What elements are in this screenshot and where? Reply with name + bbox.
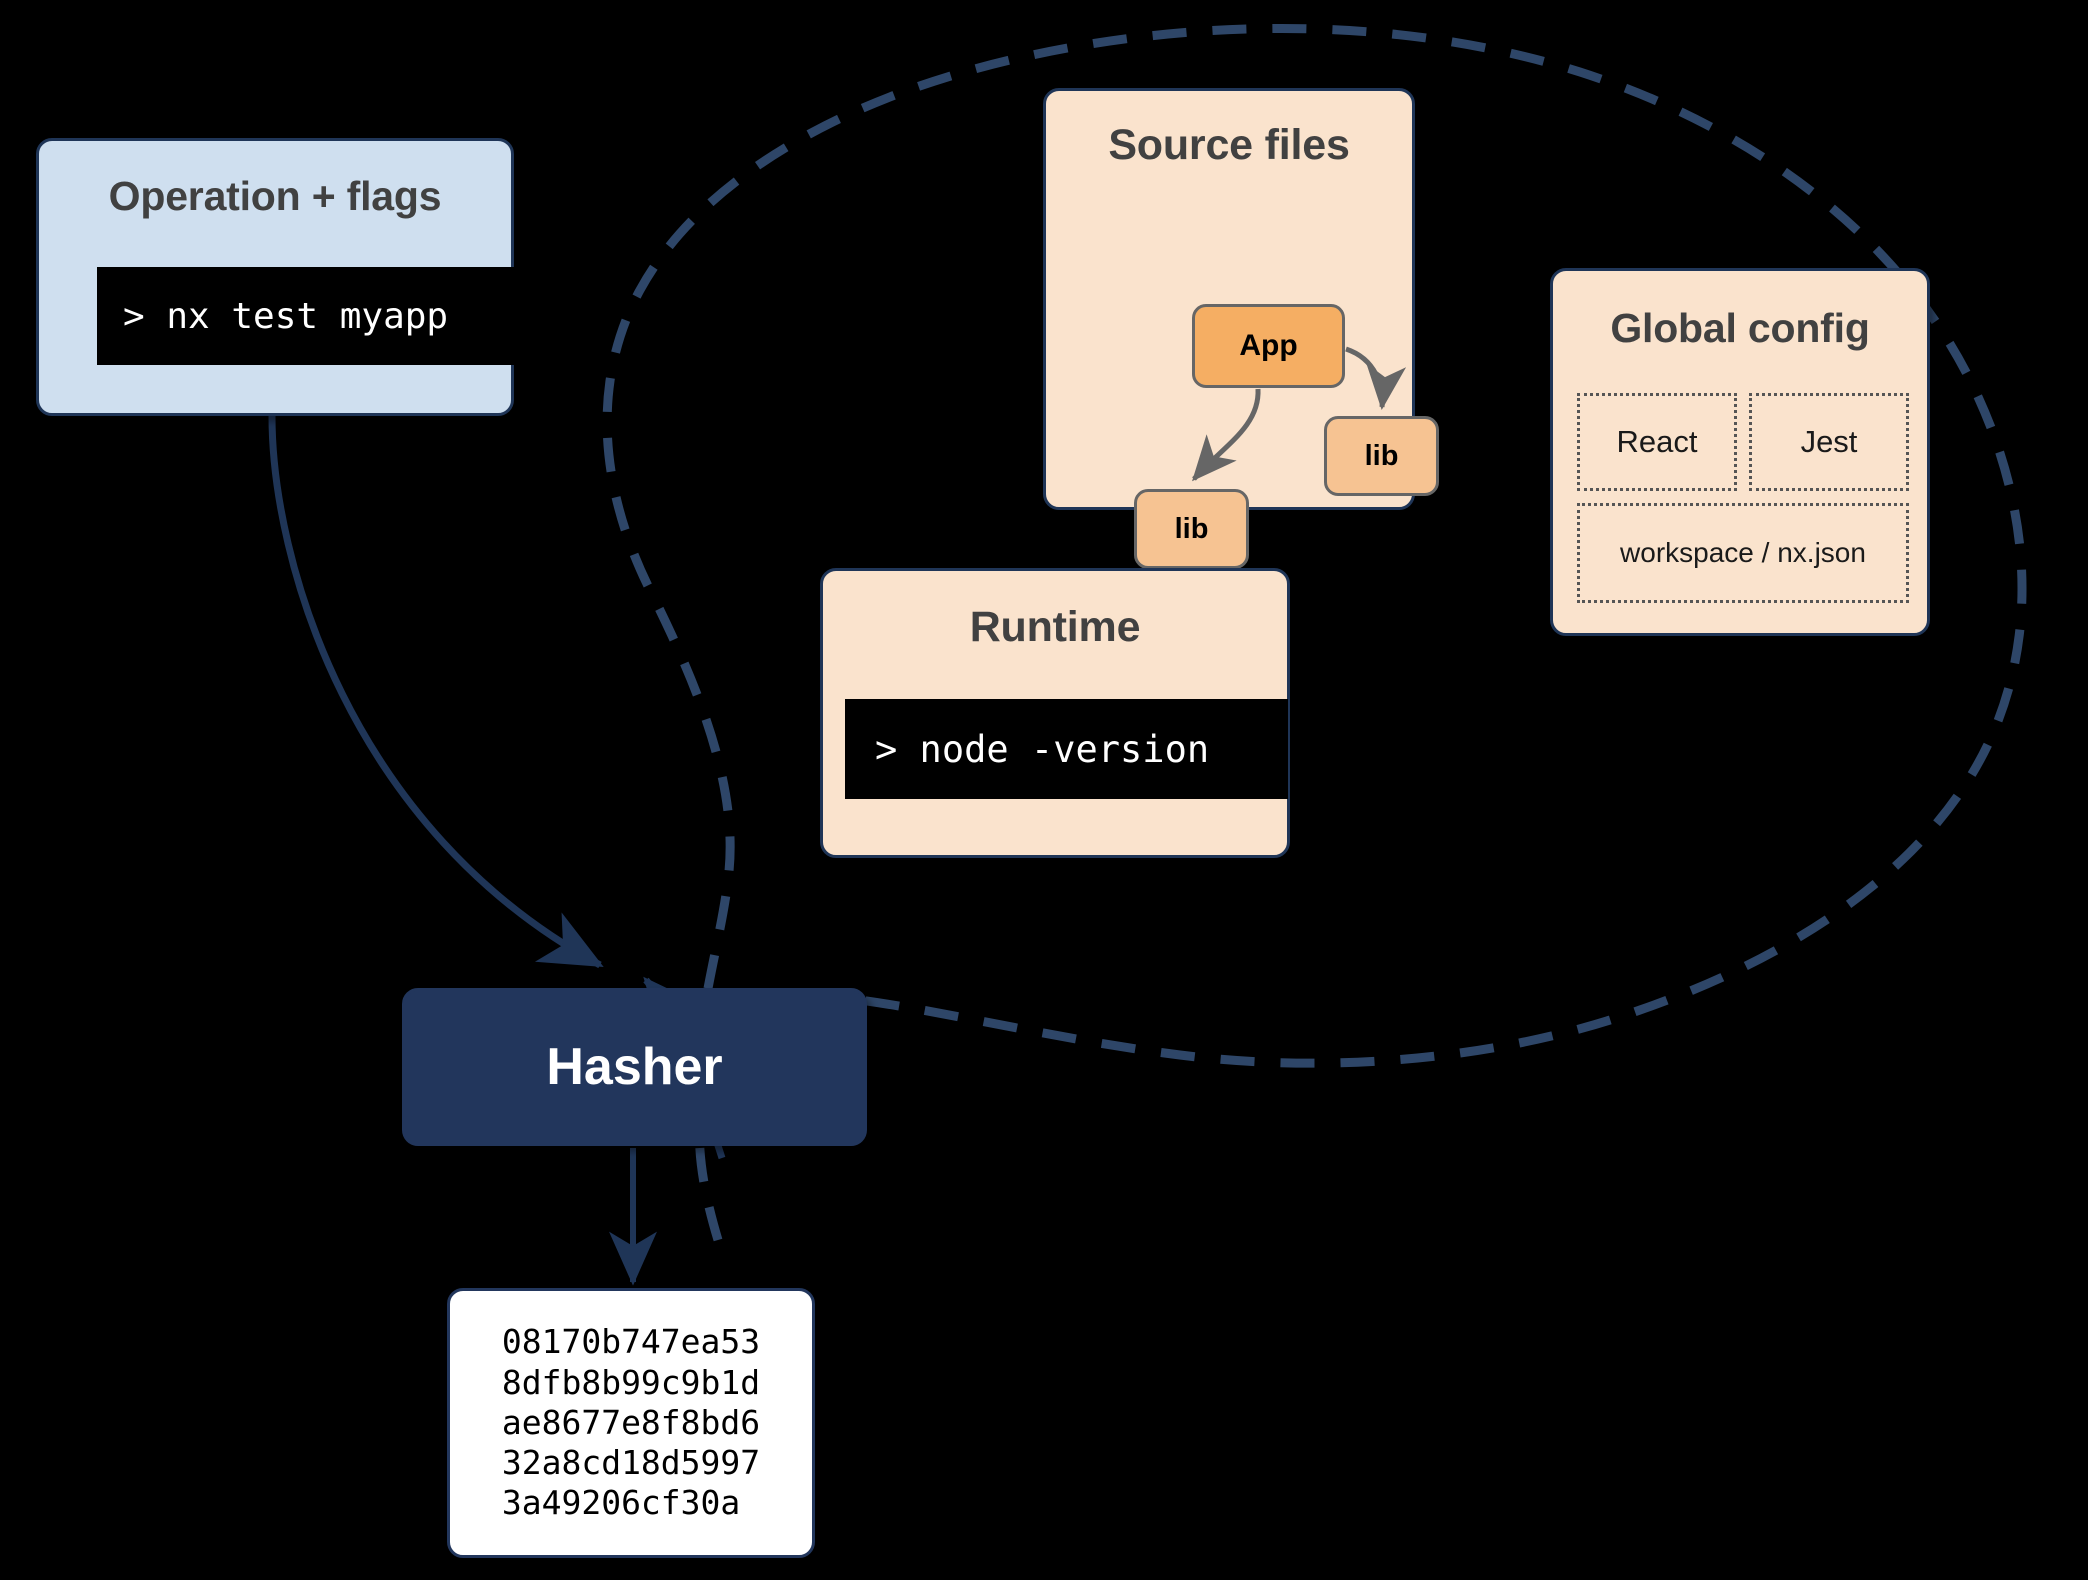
operation-flags-title: Operation + flags — [108, 173, 442, 219]
config-slot-workspace[interactable]: workspace / nx.json — [1577, 503, 1909, 603]
source-node-lib-right[interactable]: lib — [1324, 416, 1439, 496]
hash-line: ae8677e8f8bd6 — [501, 1402, 761, 1442]
runtime-title: Runtime — [969, 603, 1141, 651]
edge-app-to-lib-left — [1192, 388, 1261, 482]
source-files-title: Source files — [1108, 121, 1350, 169]
hash-line: 32a8cd18d5997 — [501, 1443, 761, 1483]
source-node-app[interactable]: App — [1192, 304, 1345, 388]
hash-line: 8dfb8b99c9b1d — [501, 1362, 761, 1402]
arrow-operation-to-hasher — [268, 415, 604, 969]
global-config-title: Global config — [1610, 305, 1870, 351]
global-config-card: Global config React Jest workspace / nx.… — [1550, 268, 1930, 636]
source-node-lib-left[interactable]: lib — [1134, 489, 1249, 569]
config-slot-react[interactable]: React — [1577, 393, 1737, 491]
operation-terminal: > nx test myapp — [97, 267, 523, 365]
hasher-label: Hasher — [546, 1038, 723, 1096]
hasher-card[interactable]: Hasher — [402, 988, 867, 1146]
hash-line: 08170b747ea53 — [501, 1322, 761, 1362]
runtime-card: Runtime > node -version — [820, 568, 1290, 858]
config-slot-jest[interactable]: Jest — [1749, 393, 1909, 491]
source-files-card: Source files App lib lib — [1043, 88, 1439, 569]
edge-app-to-lib-right — [1345, 346, 1407, 410]
runtime-terminal: > node -version — [845, 699, 1288, 799]
operation-flags-card: Operation + flags > nx test myapp — [36, 138, 523, 416]
hash-line: 3a49206cf30a — [501, 1483, 741, 1523]
